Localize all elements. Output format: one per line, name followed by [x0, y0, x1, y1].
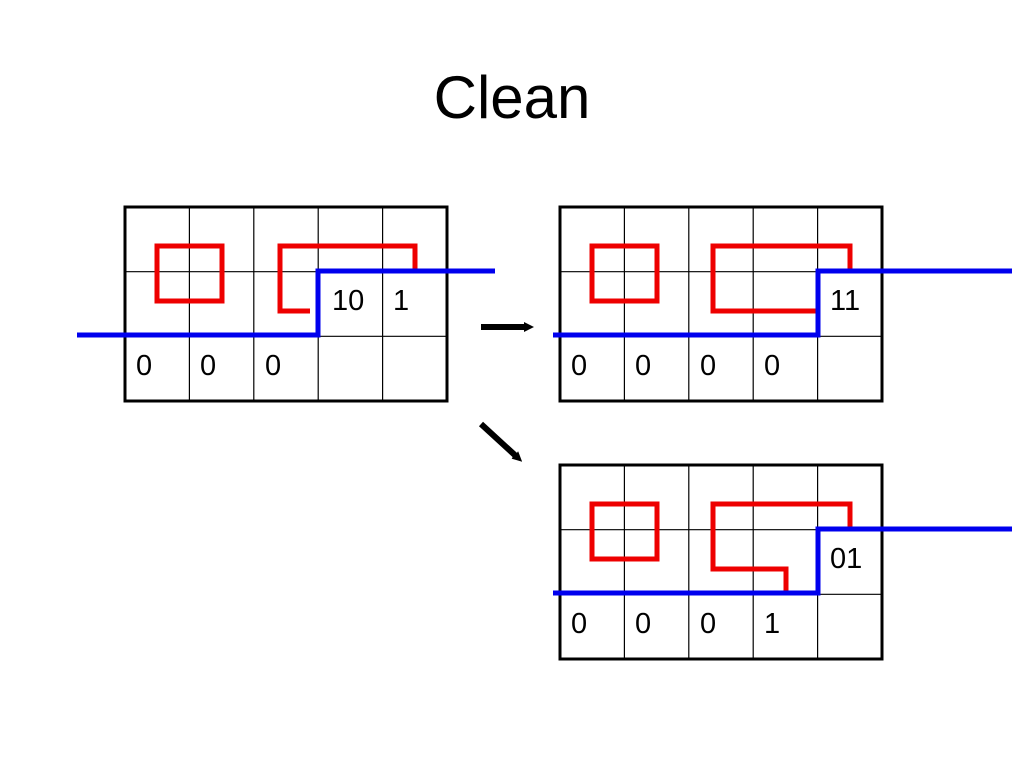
cell-r2-c0: 0 — [136, 350, 152, 382]
grid-result-top: 11 0 0 0 0 — [553, 205, 1012, 403]
arrow-diagonal — [478, 421, 523, 462]
red-paths — [589, 501, 853, 591]
cell-r2-c3: 1 — [764, 608, 780, 640]
blue-path — [553, 268, 1012, 338]
red-path — [710, 501, 853, 591]
cell-r1-c4: 01 — [830, 543, 862, 575]
red-paths — [154, 243, 418, 314]
blue-path — [553, 526, 1012, 596]
grid-frame — [558, 205, 884, 403]
cell-r2-c1: 0 — [200, 350, 216, 382]
cell-r2-c2: 0 — [265, 350, 281, 382]
blue-path — [77, 268, 495, 338]
red-paths — [589, 243, 853, 314]
grid-frame — [558, 463, 884, 661]
cell-r2-c0: 0 — [571, 350, 587, 382]
cell-r2-c3: 0 — [764, 350, 780, 382]
cell-labels: 10 1 0 0 0 — [136, 285, 409, 382]
cell-r2-c1: 0 — [635, 350, 651, 382]
red-path — [710, 243, 853, 314]
cell-labels: 01 0 0 0 1 — [571, 543, 862, 640]
cell-r2-c2: 0 — [700, 350, 716, 382]
cell-r2-c1: 0 — [635, 608, 651, 640]
cell-r2-c0: 0 — [571, 608, 587, 640]
grid-start: 10 1 0 0 0 — [77, 205, 495, 403]
cell-r1-c4: 1 — [393, 285, 409, 317]
red-square — [589, 243, 660, 304]
cell-r1-c3: 10 — [332, 285, 364, 317]
cell-r2-c2: 0 — [700, 608, 716, 640]
slide-title: Clean — [433, 64, 591, 131]
red-square — [154, 243, 225, 304]
red-path — [277, 243, 418, 314]
grid-frame — [123, 205, 449, 403]
cell-labels: 11 0 0 0 0 — [571, 285, 860, 382]
cell-r1-c4: 11 — [830, 285, 860, 317]
grid-result-bottom: 01 0 0 0 1 — [553, 463, 1012, 661]
red-square — [589, 501, 660, 562]
